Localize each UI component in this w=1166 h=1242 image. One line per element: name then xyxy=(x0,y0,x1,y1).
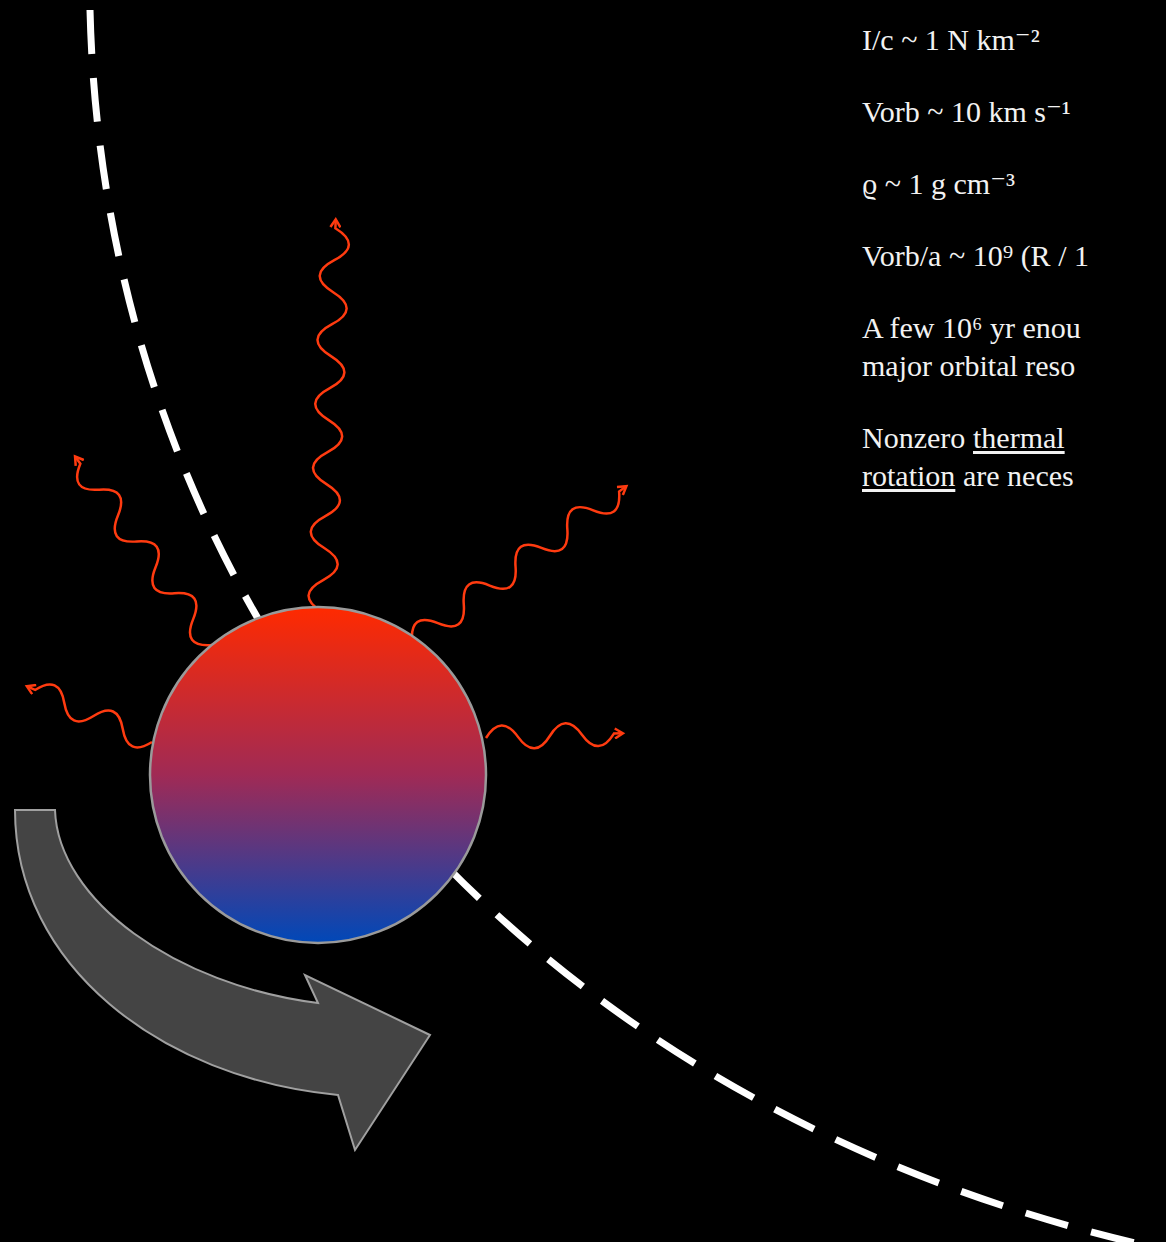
condition-note: are neces xyxy=(963,458,1074,494)
radiation-arrow xyxy=(486,721,623,750)
radiation-arrow xyxy=(404,476,633,652)
rotation-arrow xyxy=(15,810,430,1150)
timescale-note: major orbital reso xyxy=(862,348,1075,384)
condition-note: thermal xyxy=(973,420,1065,456)
condition-note: Nonzero xyxy=(862,420,965,456)
velocity-note: Vorb ~ 10 km s⁻¹ xyxy=(862,94,1071,130)
radiation-arrow xyxy=(308,220,350,613)
timescale-note: A few 10⁶ yr enou xyxy=(862,310,1081,346)
ratio-note: Vorb/a ~ 10⁹ (R / 1 xyxy=(862,238,1089,274)
asteroid-body xyxy=(150,607,486,943)
radiation-arrow xyxy=(23,676,157,753)
condition-note: rotation xyxy=(862,458,955,494)
density-note: ϱ ~ 1 g cm⁻³ xyxy=(862,166,1015,202)
radiation-arrow xyxy=(65,450,222,653)
flux-note: I/c ~ 1 N km⁻² xyxy=(862,22,1040,58)
